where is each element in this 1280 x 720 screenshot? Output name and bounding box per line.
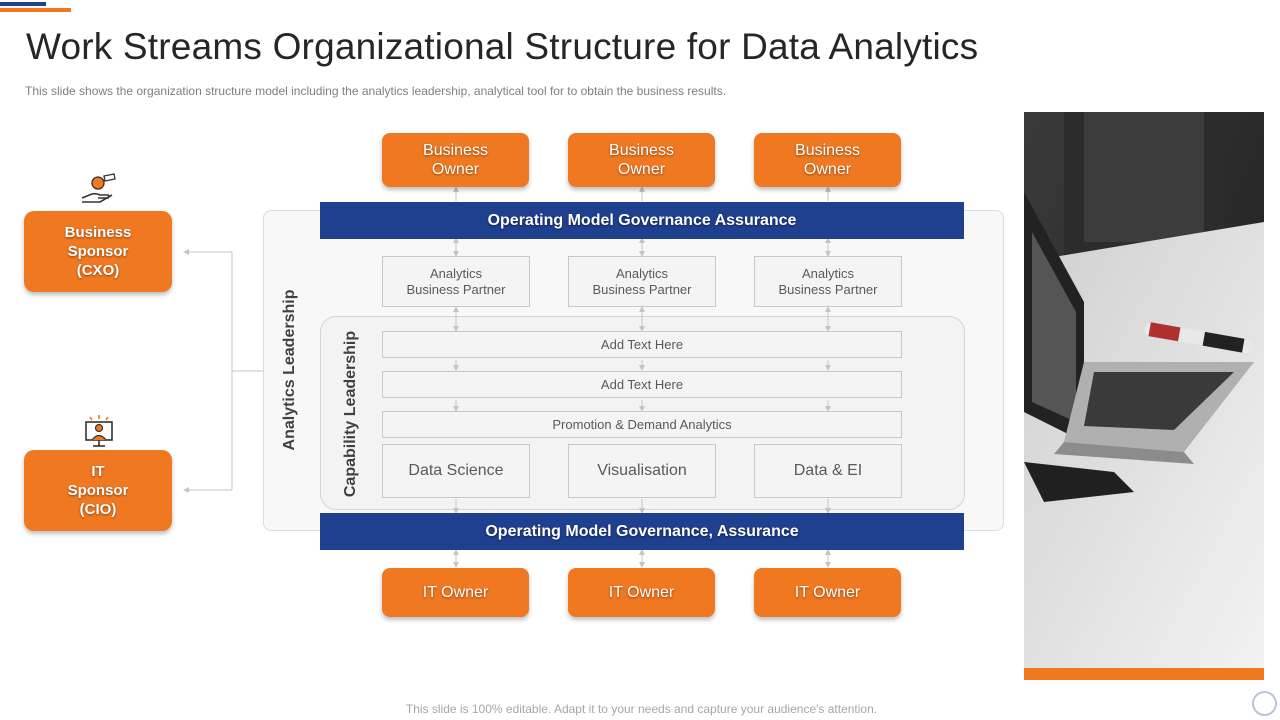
it-sponsor-box: IT Sponsor (CIO) (24, 450, 172, 531)
footer-note: This slide is 100% editable. Adapt it to… (405, 702, 878, 716)
capability-leadership-label: Capability Leadership (342, 330, 359, 498)
governance-band-top: Operating Model Governance Assurance (320, 202, 964, 239)
business-owner-box: Business Owner (754, 133, 901, 187)
text-row: Add Text Here (382, 371, 902, 398)
accent-bar-orange (0, 8, 71, 12)
slide-title: Work Streams Organizational Structure fo… (26, 26, 979, 67)
it-owner-box: IT Owner (754, 568, 901, 617)
data-science-box: Data Science (382, 444, 530, 498)
analytics-partner-box: Analytics Business Partner (568, 256, 716, 307)
presentation-person-icon (85, 415, 113, 447)
text-row: Add Text Here (382, 331, 902, 358)
business-sponsor-box: Business Sponsor (CXO) (24, 211, 172, 292)
accent-bar-blue (0, 2, 46, 6)
navigation-circle-icon[interactable] (1252, 691, 1277, 716)
business-owner-box: Business Owner (568, 133, 715, 187)
it-owner-box: IT Owner (568, 568, 715, 617)
analytics-partner-box: Analytics Business Partner (754, 256, 902, 307)
laptop-desk-photo (1024, 112, 1264, 668)
visualisation-box: Visualisation (568, 444, 716, 498)
governance-band-bottom: Operating Model Governance, Assurance (320, 513, 964, 550)
analytics-leadership-label: Analytics Leadership (281, 289, 298, 451)
it-owner-box: IT Owner (382, 568, 529, 617)
hand-money-icon (81, 173, 116, 203)
promotion-demand-row: Promotion & Demand Analytics (382, 411, 902, 438)
slide-subtitle: This slide shows the organization struct… (25, 84, 727, 98)
data-ei-box: Data & EI (754, 444, 902, 498)
business-owner-box: Business Owner (382, 133, 529, 187)
analytics-partner-box: Analytics Business Partner (382, 256, 530, 307)
photo-accent-bar (1024, 668, 1264, 680)
